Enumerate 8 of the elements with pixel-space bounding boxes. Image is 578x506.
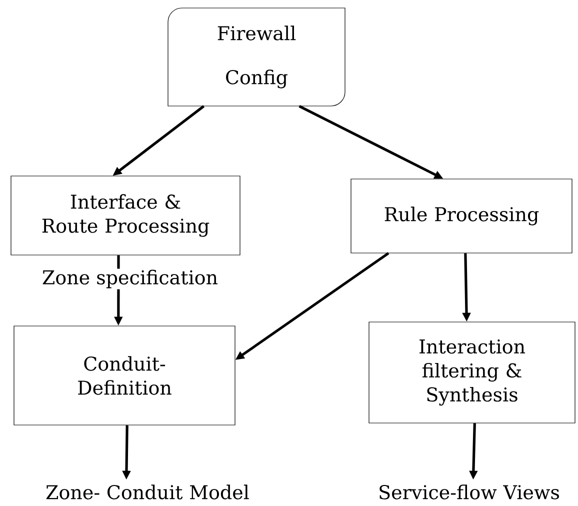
process-box: Conduit- Definition	[14, 326, 236, 426]
flow-output-text: Service-flow Views	[380, 484, 559, 500]
process-box: Interaction filtering & Synthesis	[368, 322, 576, 424]
start-box: Firewall Config	[168, 8, 346, 106]
flow-output-text: Zone- Conduit Model	[46, 484, 249, 500]
process-box: Interface & Route Processing	[10, 176, 240, 256]
process-box: Rule Processing	[350, 178, 572, 254]
edge-label: Zone specification	[40, 268, 220, 290]
